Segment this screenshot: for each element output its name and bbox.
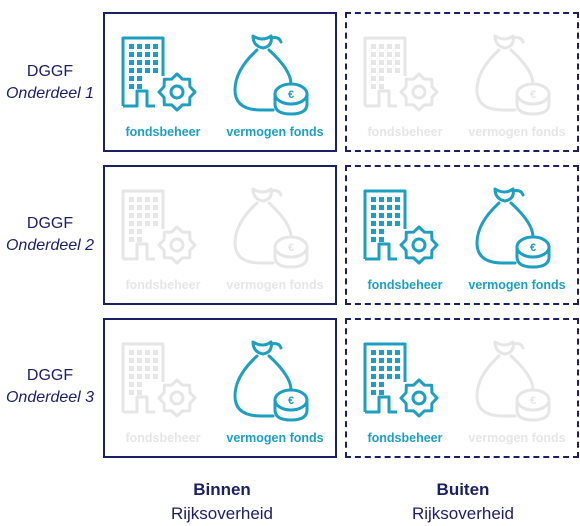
- column-label-binnen: Binnen Rijksoverheid: [142, 478, 302, 526]
- money-bag-euro-coin-icon: €: [475, 185, 555, 278]
- caption-vermogen-fonds: vermogen fonds: [226, 431, 324, 445]
- money-bag-euro-coin-icon: €: [233, 338, 313, 431]
- box-buiten-2: € fondsbeheer vermogen fonds: [345, 165, 579, 305]
- money-bag-euro-coin-icon: €: [233, 185, 313, 278]
- row-label-1: DGGF Onderdeel 1: [0, 61, 100, 105]
- row-label-2: DGGF Onderdeel 2: [0, 213, 100, 257]
- box-binnen-1: € fondsbeheer vermogen fonds: [103, 12, 337, 152]
- column-label-regular: Rijksoverheid: [170, 504, 274, 523]
- svg-text:€: €: [530, 395, 536, 407]
- caption-vermogen-fonds: vermogen fonds: [468, 278, 566, 292]
- building-gear-icon: [363, 342, 443, 427]
- caption-vermogen-fonds: vermogen fonds: [468, 431, 566, 445]
- row-subtitle: Onderdeel 2: [5, 237, 95, 254]
- column-label-regular: Rijksoverheid: [411, 504, 515, 523]
- row-subtitle: Onderdeel 3: [5, 389, 95, 406]
- svg-text:€: €: [530, 89, 536, 101]
- caption-vermogen-fonds: vermogen fonds: [226, 125, 324, 139]
- column-label-bold: Buiten: [436, 480, 490, 499]
- building-gear-icon: [121, 36, 201, 121]
- row-label-3: DGGF Onderdeel 3: [0, 365, 100, 409]
- column-label-buiten: Buiten Rijksoverheid: [383, 478, 543, 526]
- building-gear-icon: [121, 342, 201, 427]
- row-title: DGGF: [26, 215, 74, 232]
- caption-vermogen-fonds: vermogen fonds: [468, 125, 566, 139]
- caption-fondsbeheer: fondsbeheer: [367, 125, 443, 139]
- caption-vermogen-fonds: vermogen fonds: [226, 278, 324, 292]
- svg-text:€: €: [530, 242, 536, 254]
- column-label-bold: Binnen: [193, 480, 251, 499]
- caption-fondsbeheer: fondsbeheer: [125, 125, 201, 139]
- caption-fondsbeheer: fondsbeheer: [125, 431, 201, 445]
- svg-text:€: €: [288, 395, 294, 407]
- box-binnen-3: € fondsbeheer vermogen fonds: [103, 318, 337, 458]
- caption-fondsbeheer: fondsbeheer: [367, 431, 443, 445]
- building-gear-icon: [121, 189, 201, 274]
- row-subtitle: Onderdeel 1: [5, 85, 95, 102]
- row-title: DGGF: [26, 63, 74, 80]
- money-bag-euro-coin-icon: €: [233, 32, 313, 125]
- box-binnen-2: € fondsbeheer vermogen fonds: [103, 165, 337, 305]
- row-title: DGGF: [26, 367, 74, 384]
- money-bag-euro-coin-icon: €: [475, 338, 555, 431]
- svg-text:€: €: [288, 242, 294, 254]
- box-buiten-3: € fondsbeheer vermogen fonds: [345, 318, 579, 458]
- svg-text:€: €: [288, 89, 294, 101]
- money-bag-euro-coin-icon: €: [475, 32, 555, 125]
- caption-fondsbeheer: fondsbeheer: [367, 278, 443, 292]
- box-buiten-1: € fondsbeheer vermogen fonds: [345, 12, 579, 152]
- caption-fondsbeheer: fondsbeheer: [125, 278, 201, 292]
- building-gear-icon: [363, 189, 443, 274]
- building-gear-icon: [363, 36, 443, 121]
